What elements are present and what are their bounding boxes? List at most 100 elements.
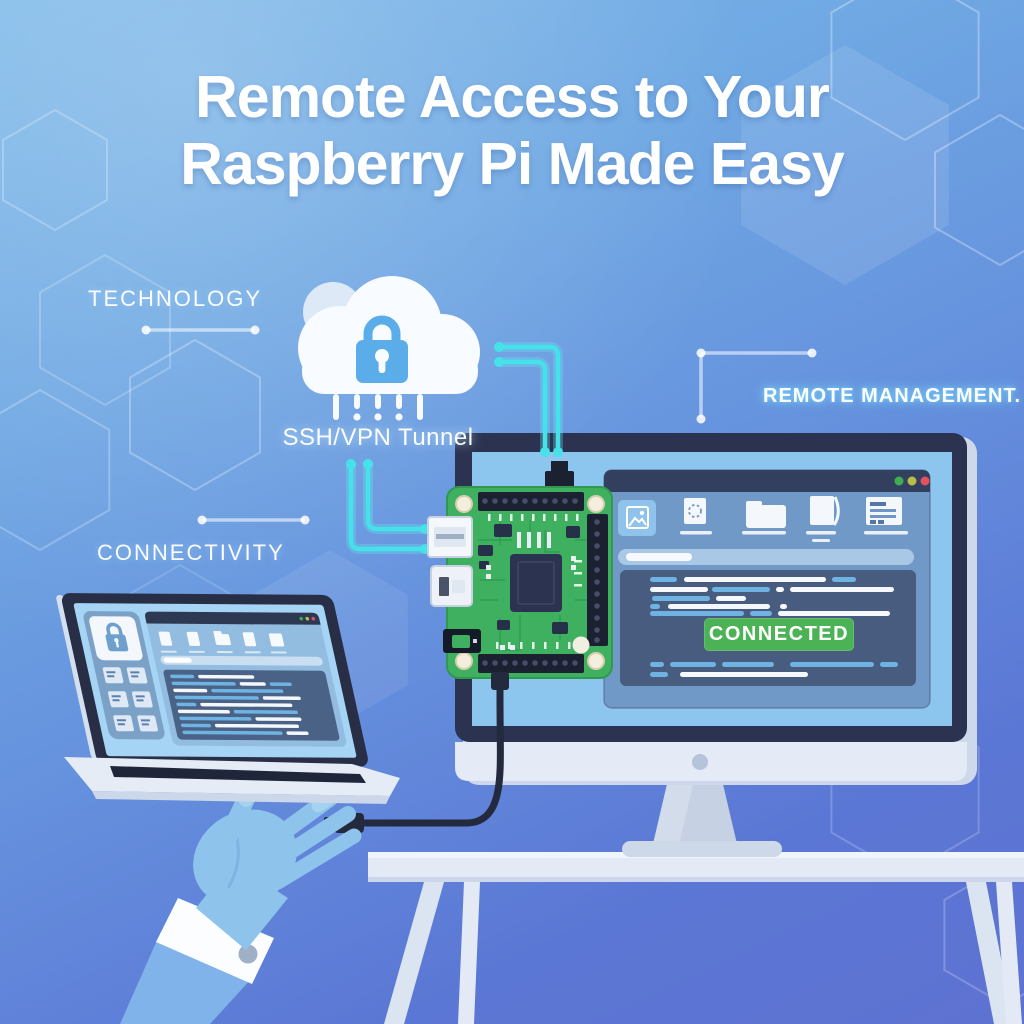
hexagon-shape <box>1 108 108 232</box>
hand <box>120 777 362 1024</box>
terminal-line <box>171 681 236 686</box>
hexagon-shape <box>830 0 980 142</box>
lock-icon <box>105 622 129 652</box>
rain-marks <box>333 394 423 421</box>
terminal-line <box>716 596 746 601</box>
terminal-line <box>179 716 252 721</box>
hexagon-shape <box>741 45 949 285</box>
image-icon <box>626 506 649 529</box>
terminal-line <box>650 662 664 667</box>
usb-port <box>427 516 473 558</box>
terminal-line <box>198 674 255 679</box>
monitor-window <box>603 469 931 709</box>
page-title: Remote Access to Your Raspberry Pi Made … <box>0 64 1024 198</box>
terminal-line <box>652 596 710 601</box>
silkscreen-marks <box>488 514 582 649</box>
cuff-button <box>238 944 258 964</box>
terminal-line <box>684 577 826 582</box>
terminal-line <box>176 702 197 707</box>
label-ssh-vpn-tunnel: SSH/VPN Tunnel <box>282 424 474 451</box>
board-button <box>572 636 590 654</box>
connected-status-badge: CONNECTED <box>704 618 854 651</box>
terminal-line <box>262 696 301 701</box>
terminal-line <box>173 688 208 693</box>
laptop <box>56 593 368 767</box>
terminal-line <box>776 587 784 592</box>
gpio-header <box>478 492 608 673</box>
monitor-stand <box>622 780 782 857</box>
raspberry-pi-board <box>427 461 613 679</box>
laptop-search-bar <box>160 655 323 666</box>
terminal-line <box>177 709 230 714</box>
laptop-window <box>145 611 347 747</box>
terminal-line <box>712 587 770 592</box>
search-bar <box>618 549 914 565</box>
micro-usb-port <box>430 565 473 607</box>
terminal-line <box>650 604 660 609</box>
file-icon-row <box>618 496 908 542</box>
terminal-line <box>778 611 890 616</box>
folder-icon <box>746 501 786 528</box>
icon-labels <box>680 531 908 542</box>
terminal-line <box>255 717 302 721</box>
cuff <box>156 898 274 984</box>
document-icon <box>810 496 840 526</box>
terminal-line <box>790 662 874 667</box>
circuit-decor-white <box>141 325 817 525</box>
laptop-file-icons <box>158 631 285 647</box>
hexagon-shape <box>129 338 261 492</box>
terminal-line <box>269 682 292 686</box>
terminal-line <box>200 702 293 707</box>
hexagon-shape <box>934 113 1024 267</box>
power-connector <box>443 629 481 653</box>
terminal-line <box>790 587 894 592</box>
traffic-lights <box>894 476 930 486</box>
terminal-line <box>174 695 259 700</box>
terminal-line <box>286 731 309 736</box>
terminal-line <box>780 604 787 609</box>
terminal-line <box>211 688 284 693</box>
terminal-line <box>750 611 772 616</box>
desk <box>368 852 1024 1024</box>
monitor-camera-dot <box>692 754 708 770</box>
circuit-decor-cyan <box>346 342 563 554</box>
soc-chip <box>510 554 562 612</box>
title-line-2: Raspberry Pi Made Easy <box>180 131 844 197</box>
terminal-line <box>650 672 668 677</box>
terminal-line <box>170 674 195 679</box>
terminal-line <box>650 577 677 582</box>
terminal-line <box>670 662 716 667</box>
label-connectivity: CONNECTIVITY <box>97 540 285 565</box>
terminal-line <box>722 662 774 667</box>
hexagon-shape <box>0 388 111 552</box>
terminal-output-lines <box>650 577 898 677</box>
title-line-1: Remote Access to Your <box>195 64 830 130</box>
terminal-line <box>182 730 283 735</box>
solder-pads <box>486 532 576 650</box>
terminal-line <box>880 662 898 667</box>
sleeve <box>120 938 252 1024</box>
circuit-node-dots <box>346 342 563 554</box>
hexagon-shape <box>39 253 171 407</box>
window-titlebar <box>604 470 930 492</box>
label-technology: TECHNOLOGY <box>88 286 263 311</box>
label-remote-management: REMOTE MANAGEMENT. <box>763 385 1021 407</box>
laptop-terminal-lines <box>170 674 309 736</box>
terminal-line <box>180 723 212 728</box>
lock-icon <box>356 315 408 383</box>
terminal-line <box>650 587 708 592</box>
laptop-sidebar <box>83 611 165 740</box>
terminal-line <box>214 723 300 728</box>
terminal-line <box>239 682 266 686</box>
terminal-line <box>680 672 808 677</box>
laptop-base <box>64 757 400 804</box>
terminal-line <box>668 604 770 609</box>
terminal-line <box>233 710 298 714</box>
sidebar-tiles <box>102 667 158 732</box>
selected-icon-tile <box>618 500 656 536</box>
terminal-line <box>832 577 856 582</box>
smd-components <box>478 524 580 634</box>
sync-doc-icon <box>684 498 706 524</box>
